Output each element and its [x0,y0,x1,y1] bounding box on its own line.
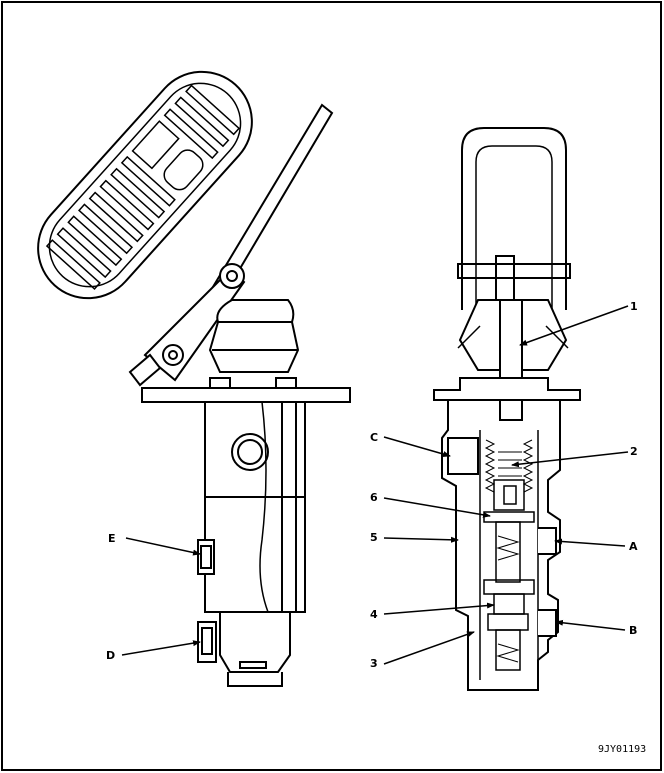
callout-b: B [629,624,637,637]
callout-e: E [108,532,116,545]
callout-2: 2 [630,445,638,458]
leader-lines [121,305,629,665]
callout-a: A [629,540,638,553]
callout-d: D [106,649,115,662]
section-view [433,127,581,691]
callout-c: C [370,431,378,444]
side-view [37,70,351,687]
callout-4: 4 [370,608,378,621]
callout-3: 3 [370,657,378,670]
callout-6: 6 [370,491,378,504]
callout-1: 1 [630,300,638,313]
figure-id: 9JY01193 [598,744,646,755]
pedal-plate [37,70,253,300]
callout-5: 5 [370,531,378,544]
